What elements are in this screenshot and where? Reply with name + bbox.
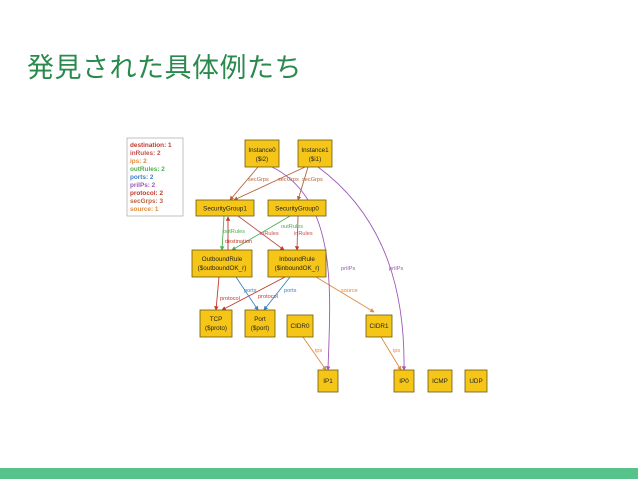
- edge-label-outrules: outRules: [281, 224, 303, 230]
- edge-label-ips: ips: [393, 348, 400, 354]
- node-tcp-label: TCP: [210, 316, 223, 323]
- edge-label-protocol: protocol: [220, 296, 240, 302]
- legend: destination: 1 inRules: 2 ips: 2 outRule…: [126, 137, 184, 217]
- node-instance0-label: Instance0: [248, 147, 276, 154]
- node-ip1: IP1: [317, 369, 339, 393]
- nodes: Instance0 ($i2) Instance1 ($i1) Security…: [191, 139, 488, 393]
- node-cidr1-label: CIDR1: [370, 323, 389, 330]
- node-tcp: TCP ($proto): [199, 309, 233, 338]
- node-icmp-label: ICMP: [432, 378, 448, 385]
- edge-priips-instance1-ip0: [317, 166, 407, 371]
- edge-label-ips: ips: [315, 348, 322, 354]
- node-ip0-label: IP0: [399, 378, 409, 385]
- node-instance0: Instance0 ($i2): [244, 139, 280, 168]
- edge-source-inbound-cidr1: [315, 276, 375, 313]
- node-tcp-var: ($proto): [205, 325, 227, 332]
- edge-protocol-outbound-tcp: [214, 276, 220, 311]
- legend-item-inrules: inRules: 2: [130, 150, 161, 157]
- node-instance1: Instance1 ($i1): [297, 139, 333, 168]
- legend-item-outrules: outRules: 2: [130, 166, 165, 173]
- edges: [214, 166, 407, 371]
- legend-item-ports: ports: 2: [130, 174, 154, 181]
- legend-item-source: source: 1: [130, 206, 159, 213]
- edge-inrules-sg0-inbound: [294, 215, 300, 251]
- node-outboundrule: OutboundRule ($outboundOK_r): [191, 249, 253, 278]
- edge-label-priips: priIPs: [341, 266, 356, 272]
- slide-title: 発見された具体例たち: [27, 53, 302, 84]
- edge-secgrps-instance1-sg1: [233, 166, 306, 201]
- node-securitygroup1-label: SecurityGroup1: [203, 206, 247, 213]
- legend-item-priips: priIPs: 2: [130, 182, 156, 189]
- edge-ips-cidr0-ip1: [302, 336, 327, 371]
- edge-label-inrules: inRules: [294, 231, 313, 237]
- edge-ports-outbound-port: [235, 276, 259, 311]
- node-outboundrule-var: ($outboundOK_r): [198, 265, 247, 272]
- node-udp: UDP: [464, 369, 488, 393]
- edge-labels: secGrps secGrps secGrps outRules outRule…: [220, 177, 404, 354]
- legend-item-protocol: protocol: 2: [130, 190, 163, 197]
- legend-item-secgrps: secGrps: 3: [130, 198, 163, 205]
- node-instance1-label: Instance1: [301, 147, 329, 154]
- node-port-label: Port: [254, 316, 266, 323]
- node-port-var: ($port): [251, 325, 270, 332]
- legend-box: [126, 137, 184, 217]
- node-inboundrule-var: ($inboundOK_r): [275, 265, 320, 272]
- edge-label-outrules: outRules: [223, 229, 245, 235]
- node-icmp: ICMP: [427, 369, 453, 393]
- legend-item-ips: ips: 2: [130, 158, 147, 165]
- node-ip0: IP0: [393, 369, 415, 393]
- node-ip1-label: IP1: [323, 378, 333, 385]
- node-instance1-var: ($i1): [309, 156, 322, 163]
- legend-item-destination: destination: 1: [130, 142, 172, 149]
- node-cidr0: CIDR0: [286, 314, 314, 338]
- bottom-accent-bar: [0, 468, 638, 479]
- edge-label-secgrps: secGrps: [302, 177, 323, 183]
- node-securitygroup0: SecurityGroup0: [267, 199, 327, 217]
- edge-outrules-sg1-outbound: [219, 215, 225, 251]
- node-port: Port ($port): [244, 309, 276, 338]
- edge-label-protocol: protocol: [258, 294, 278, 300]
- node-securitygroup1: SecurityGroup1: [195, 199, 255, 217]
- node-securitygroup0-label: SecurityGroup0: [275, 206, 319, 213]
- edge-label-inrules: inRules: [260, 231, 279, 237]
- edge-secgrps-instance1-sg0: [296, 166, 309, 201]
- node-udp-label: UDP: [469, 378, 482, 385]
- edge-label-destination: destination: [225, 239, 252, 245]
- node-inboundrule-label: InboundRule: [279, 256, 315, 263]
- edge-label-ports: ports: [284, 288, 297, 294]
- edge-secgrps-instance0-sg1: [229, 166, 259, 201]
- edge-inrules-sg1-inbound: [237, 215, 285, 251]
- edge-ports-inbound-port: [263, 276, 291, 311]
- node-inboundrule: InboundRule ($inboundOK_r): [267, 249, 327, 278]
- node-cidr1: CIDR1: [365, 314, 393, 338]
- edge-ips-cidr1-ip0: [380, 336, 402, 371]
- edge-label-secgrps: secGrps: [248, 177, 269, 183]
- edge-protocol-inbound-tcp: [221, 276, 286, 311]
- node-outboundrule-label: OutboundRule: [202, 256, 243, 263]
- edge-label-secgrps: secGrps: [278, 177, 299, 183]
- node-cidr0-label: CIDR0: [291, 323, 310, 330]
- edge-label-priips: priIPs: [389, 266, 404, 272]
- edge-label-ports: ports: [244, 288, 257, 294]
- edge-label-source: source: [341, 288, 358, 294]
- node-instance0-var: ($i2): [256, 156, 269, 163]
